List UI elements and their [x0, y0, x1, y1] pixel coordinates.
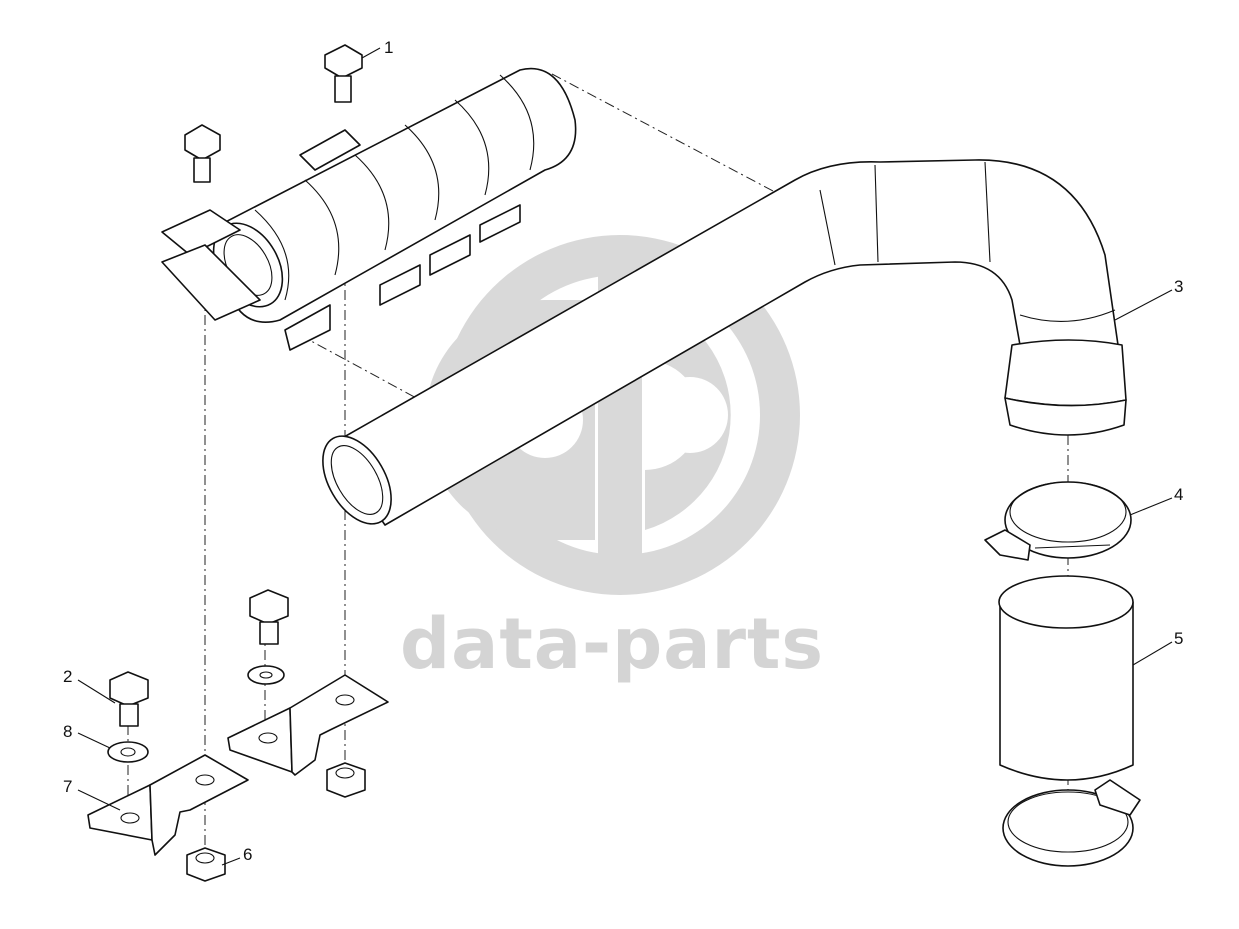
callout-3: 3 [1174, 277, 1183, 296]
watermark-text: data-parts [400, 603, 824, 685]
part-7-bracket-left [87, 754, 249, 856]
part-7-bracket-right [227, 674, 389, 776]
part-5-coupling-sleeve [998, 575, 1141, 867]
callout-2: 2 [63, 667, 72, 686]
callout-8: 8 [63, 722, 72, 741]
callout-4: 4 [1174, 485, 1183, 504]
callout-6: 6 [243, 845, 252, 864]
part-2-bolt-right [249, 589, 289, 645]
callout-5: 5 [1174, 629, 1183, 648]
part-3-pipe [322, 159, 1127, 526]
part-8-washer-left [107, 741, 149, 763]
part-2-bolt-left [109, 671, 149, 727]
part-1-bolt-lower [184, 124, 221, 183]
callout-leaders [77, 47, 1173, 866]
pipe-insulation-sleeve [161, 67, 577, 351]
callout-1: 1 [384, 38, 393, 57]
part-1-bolt-upper [324, 44, 363, 103]
part-6-nut-right [326, 762, 366, 798]
callout-labels: 1 2 3 4 5 6 7 8 [63, 38, 1183, 864]
callout-7: 7 [63, 777, 72, 796]
part-4-hose-clamp [984, 481, 1132, 561]
part-8-washer-right [247, 665, 285, 685]
part-6-nut-left [186, 847, 226, 882]
